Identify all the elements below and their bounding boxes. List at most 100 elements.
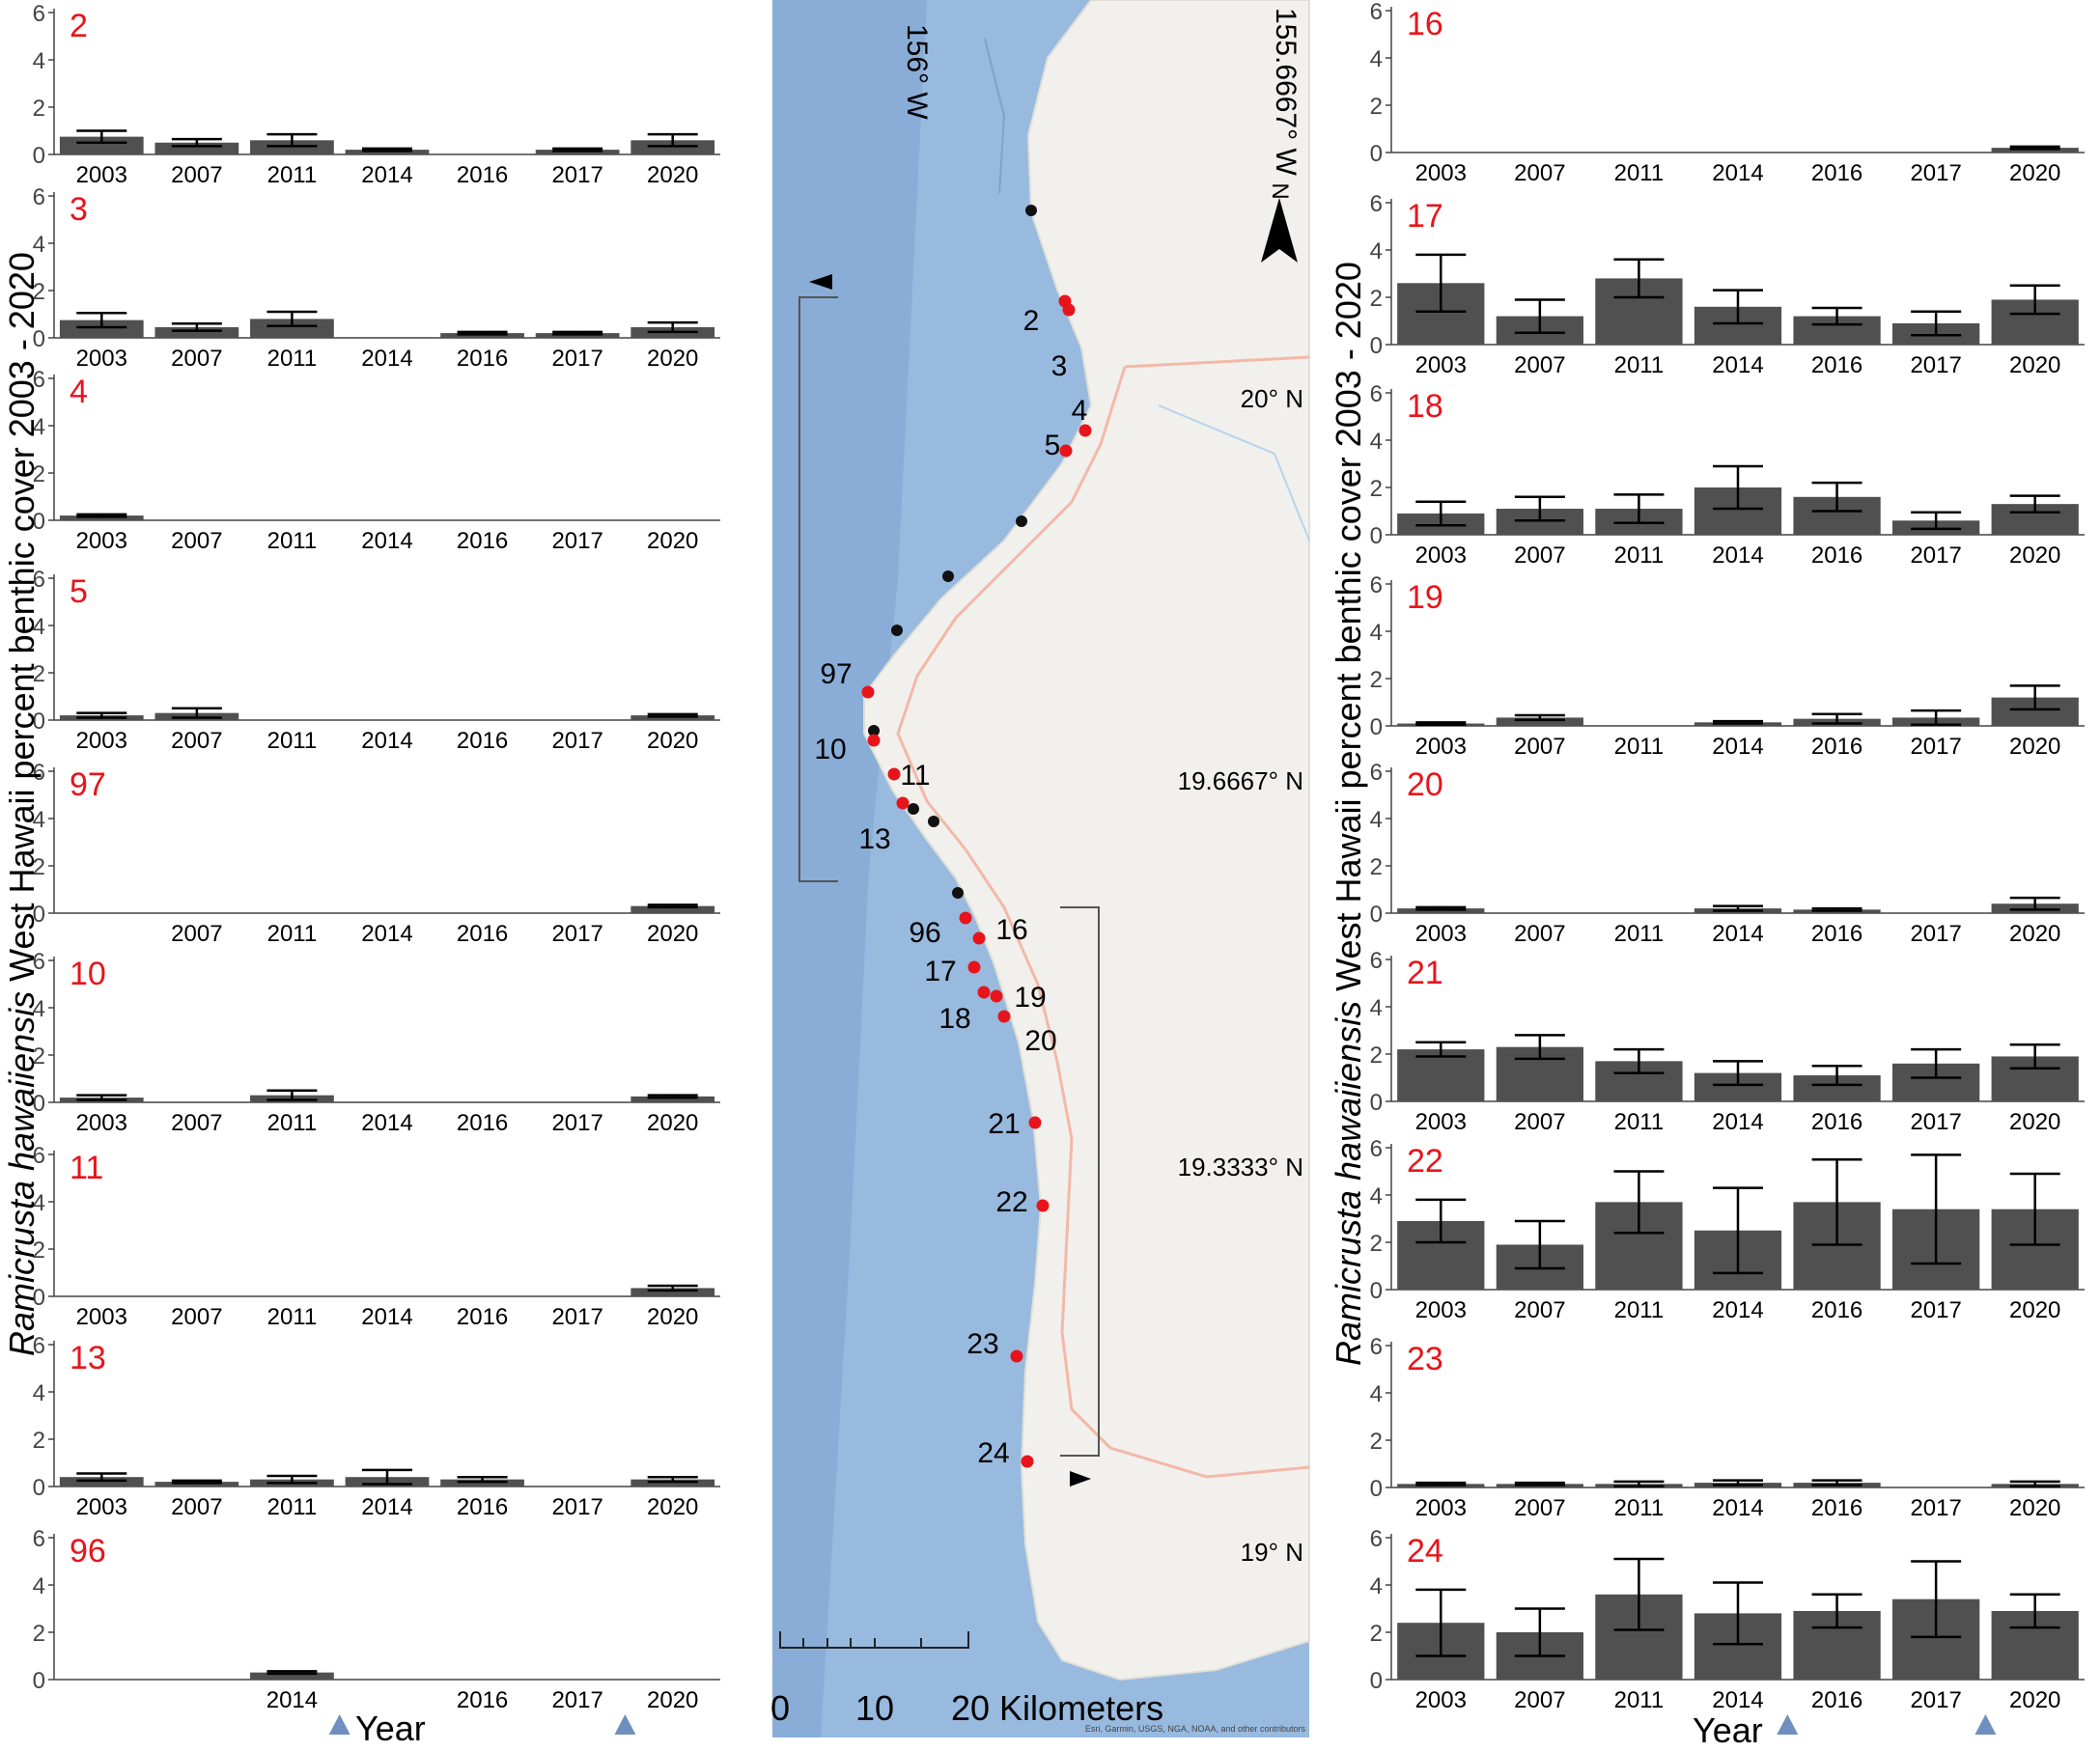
x-tick-label: 2016 [1811,1495,1862,1521]
map-bracket-north [798,296,838,882]
y-tick-label: 4 [1370,1183,1383,1209]
x-tick-label: 2011 [1614,1297,1665,1323]
x-tick-label: 2016 [1811,160,1862,186]
x-tick-label: 2016 [1811,1297,1862,1323]
map-site-label: 10 [814,734,846,765]
site-dot-red [1059,444,1073,458]
y-tick-label: 4 [33,1190,45,1216]
x-tick-label: 2007 [1514,542,1565,569]
y-tick-label: 0 [33,902,45,928]
map-scale-label-0: 0 [770,1688,790,1728]
x-tick-label: 2011 [1614,921,1665,947]
x-tick-label: 2017 [1910,1687,1961,1713]
map-site-label: 4 [1072,395,1088,427]
panel-label: 96 [70,1533,106,1570]
x-tick-label: 2020 [647,528,698,554]
right-x-axis-label: Year [1693,1710,1763,1750]
x-tick-label: 2014 [1712,1687,1763,1713]
y-tick-label: 6 [1370,0,1383,25]
map-site-label: 24 [977,1437,1009,1469]
north-arrow-icon [1261,198,1298,263]
site-dot-red [959,911,972,925]
x-tick-label: 2017 [551,162,602,188]
left-x-axis-label: Year [355,1709,426,1748]
x-tick-label: 2007 [171,1110,222,1136]
x-tick-label: 2014 [361,1304,412,1330]
map-contour [984,38,1006,194]
x-tick-label: 2007 [1514,734,1565,760]
x-tick-label: 2017 [551,1304,602,1330]
panel-label: 4 [70,374,88,410]
x-tick-label: 2014 [361,346,412,372]
triangle-marker-icon [1974,1714,1997,1735]
map-lon-label-156: 156° W [901,24,933,120]
y-tick-label: 6 [1370,572,1383,598]
y-tick-label: 0 [1370,1476,1383,1502]
y-tick-label: 4 [33,1380,45,1406]
x-tick-label: 2017 [551,346,602,372]
site-dot-black [1016,515,1027,527]
map-lat-label-20: 20° N [1241,384,1303,413]
y-tick-label: 2 [1370,854,1383,880]
y-tick-label: 2 [1370,1429,1383,1455]
x-tick-label: 2017 [1910,1495,1961,1521]
x-tick-label: 2007 [171,921,222,947]
x-tick-label: 2011 [267,1494,318,1520]
x-tick-label: 2016 [457,1304,508,1330]
x-tick-label: 2016 [1811,1687,1862,1713]
x-tick-label: 2016 [457,162,508,188]
y-tick-label: 6 [1370,191,1383,217]
y-tick-label: 0 [33,1668,45,1694]
site-dot-black [928,816,939,827]
x-tick-label: 2007 [1514,160,1565,186]
x-tick-label: 2020 [2009,1297,2060,1323]
y-tick-label: 2 [1370,286,1383,312]
right-y-axis-label-rest: West Hawaii percent benthic cover 2003 -… [1329,262,1368,1001]
x-tick-label: 2003 [1415,352,1467,378]
y-tick-label: 6 [1370,1526,1383,1552]
x-tick-label: 2003 [76,1304,127,1330]
map-north-label: N [1267,182,1293,199]
site-dot-black [908,803,919,815]
y-tick-label: 4 [1370,429,1383,455]
site-dot-red [867,734,881,747]
site-dot-black [942,570,954,582]
x-tick-label: 2003 [76,162,127,188]
map-site-label: 16 [995,914,1027,946]
map-site-label: 19 [1014,982,1046,1014]
map-site-label: 2 [1023,305,1040,337]
x-tick-label: 2014 [361,728,412,754]
x-tick-label: 2003 [76,1494,127,1520]
bar [630,1288,715,1296]
map-site-label: 97 [820,658,852,690]
x-tick-label: 2016 [457,528,508,554]
site-dot-red [1078,424,1092,437]
site-dot-red [990,989,1003,1003]
map-lat-label-19667: 19.6667° N [1178,766,1303,795]
y-tick-label: 0 [1370,714,1383,740]
y-tick-label: 4 [33,996,45,1022]
left-y-axis-label-rest: West Hawaii percent benthic cover 2003 -… [2,252,42,991]
x-tick-label: 2007 [1514,1687,1565,1713]
x-tick-label: 2003 [1415,921,1467,947]
right-y-axis-label: Ramicrusta hawaiiensis West Hawaii perce… [1329,262,1369,1366]
y-tick-label: 2 [1370,1042,1383,1069]
map-site-label: 96 [909,917,940,949]
y-tick-label: 4 [33,414,45,440]
x-tick-label: 2017 [551,1110,602,1136]
map-site-label: 20 [1024,1025,1056,1057]
x-tick-label: 2014 [1712,734,1763,760]
x-tick-label: 2007 [171,346,222,372]
bar [59,136,144,154]
y-tick-label: 4 [33,807,45,833]
x-tick-label: 2011 [1614,352,1665,378]
site-dot-black [952,887,964,899]
x-tick-label: 2014 [1712,352,1763,378]
